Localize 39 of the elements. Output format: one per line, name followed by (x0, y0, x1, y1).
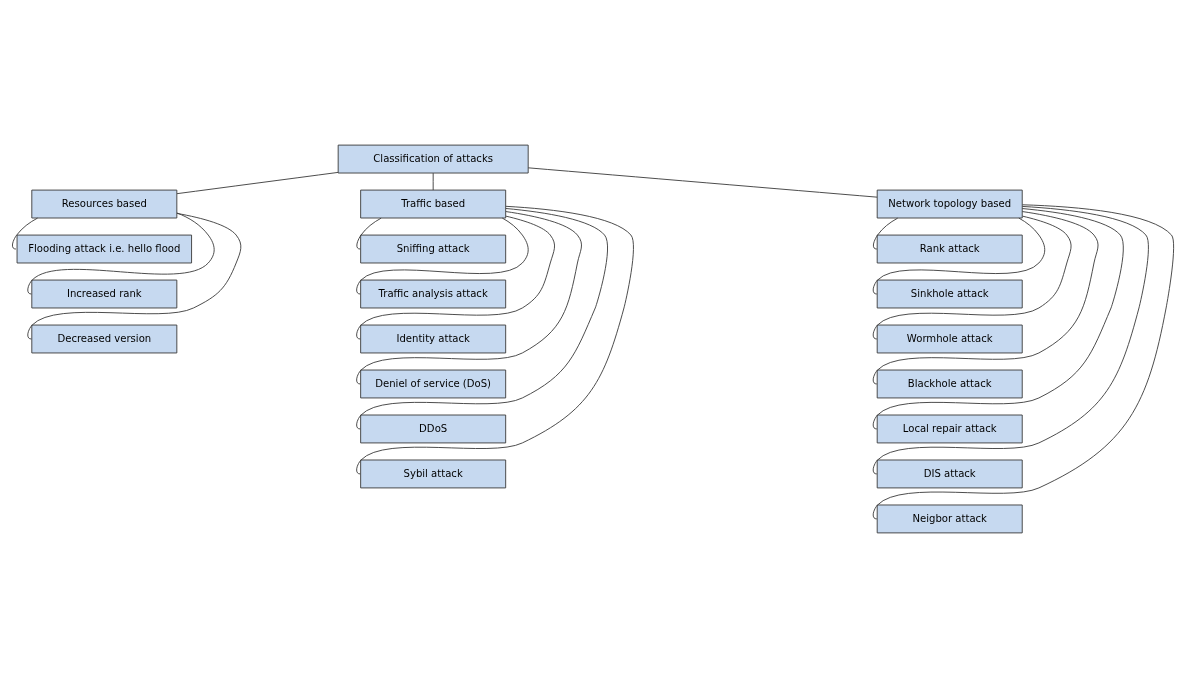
connector (356, 207, 608, 429)
node-box: Traffic based (360, 189, 507, 218)
connector (27, 212, 215, 294)
node-box: Sinkhole attack (876, 279, 1023, 308)
connector (872, 215, 1072, 339)
node-box: Rank attack (876, 234, 1023, 263)
connector (527, 166, 878, 198)
connector (176, 171, 339, 194)
node-box: Sybil attack (360, 459, 507, 488)
connector (356, 217, 529, 294)
connector (872, 217, 1046, 294)
node-box: Deniel of service (DoS) (360, 369, 507, 398)
node-box: Local repair attack (876, 414, 1023, 443)
connector (356, 215, 555, 339)
node-box: DIS attack (876, 459, 1023, 488)
node-box: Classification of attacks (337, 144, 529, 173)
connector (356, 217, 382, 249)
connector (27, 212, 242, 339)
connector (872, 207, 1124, 429)
connector (872, 217, 899, 249)
connector (872, 205, 1149, 474)
connector (356, 205, 634, 474)
connector (432, 172, 434, 191)
connector (11, 217, 39, 249)
node-box: Decreased version (31, 324, 178, 353)
node-box: Wormhole attack (876, 324, 1023, 353)
node-box: Traffic analysis attack (360, 279, 507, 308)
node-box: Flooding attack i.e. hello flood (16, 234, 193, 263)
connector (356, 210, 582, 384)
node-box: DDoS (360, 414, 507, 443)
node-box: Identity attack (360, 324, 507, 353)
node-box: Increased rank (31, 279, 178, 308)
node-box: Sniffing attack (360, 234, 507, 263)
connector (872, 203, 1175, 519)
node-box: Resources based (31, 189, 178, 218)
connector (872, 210, 1099, 384)
node-box: Neigbor attack (876, 504, 1023, 533)
node-box: Blackhole attack (876, 369, 1023, 398)
node-box: Network topology based (876, 189, 1023, 218)
